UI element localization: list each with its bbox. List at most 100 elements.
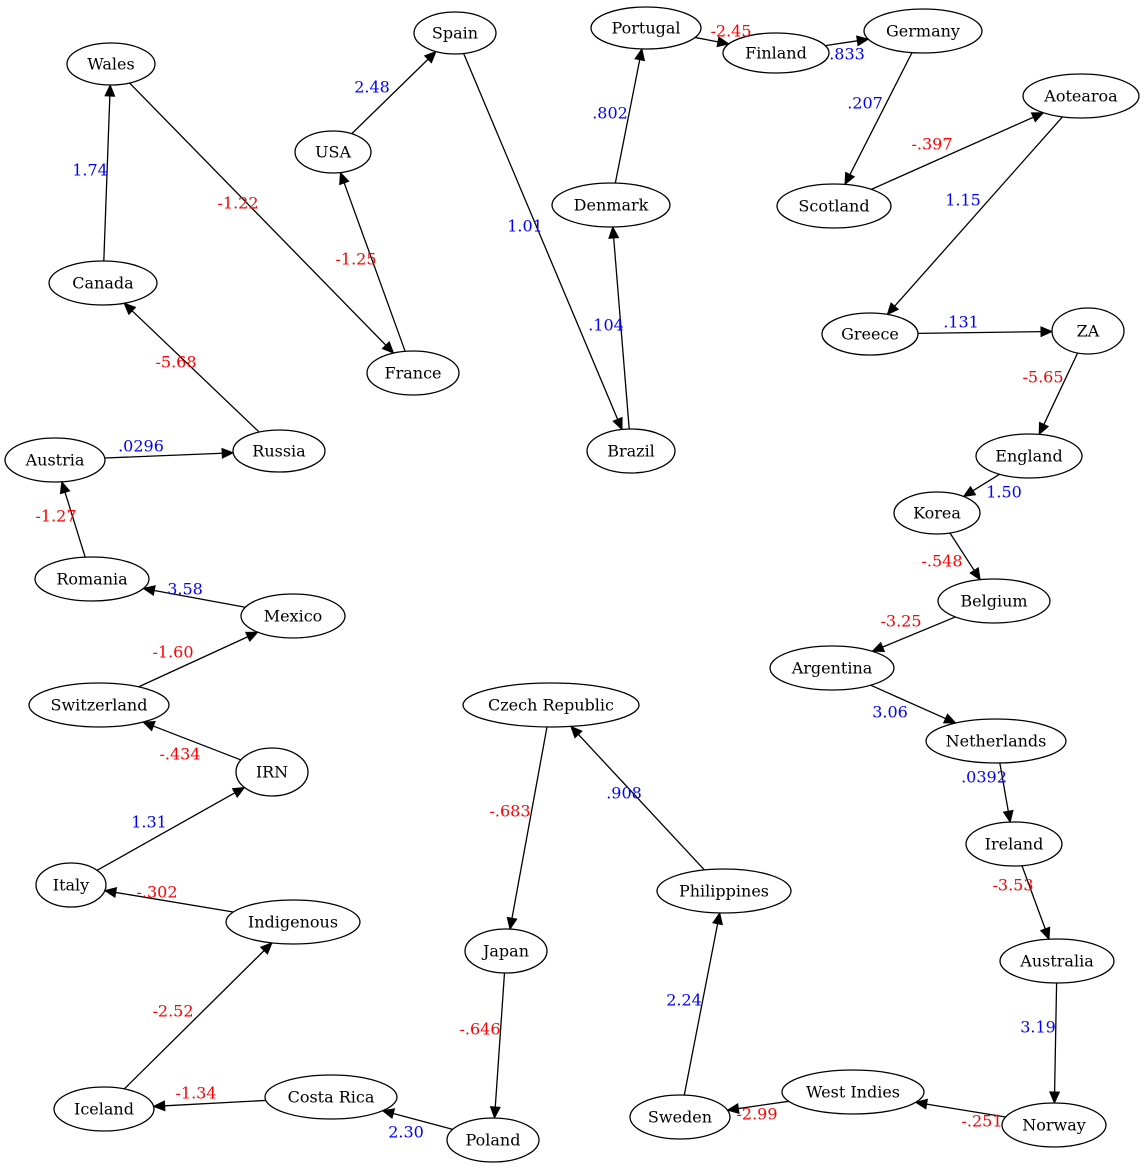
node-australia: Australia (999, 938, 1115, 984)
edge-italy-to-irn (96, 786, 246, 871)
node-switzerland: Switzerland (28, 682, 170, 728)
edge-label-spain-to-brazil: 1.01 (507, 217, 543, 236)
edge-line (129, 82, 387, 346)
edge-label-brazil-to-denmark: .104 (588, 316, 624, 335)
edge-line (104, 452, 223, 459)
edge-line (494, 972, 506, 1108)
edge-label-philippines-to-czechrepublic: .908 (606, 784, 642, 803)
arrowhead-icon (1040, 326, 1054, 338)
node-ellipse (551, 182, 671, 228)
edge-japan-to-poland (489, 972, 506, 1120)
arrowhead-icon (142, 585, 156, 597)
node-philippines: Philippines (656, 868, 792, 914)
edge-labels-layer: 1.74-1.222.48-1.251.01.104.802-2.45.833.… (35, 22, 1063, 1142)
node-ellipse (965, 821, 1063, 867)
arrowhead-icon (871, 641, 886, 653)
arrowhead-icon (1039, 926, 1051, 941)
edge-line (870, 684, 946, 720)
edge-france-to-usa (339, 171, 406, 352)
node-label: Iceland (74, 1100, 134, 1119)
edge-belgium-to-argentina (871, 616, 956, 653)
edge-czechrepublic-to-japan (506, 726, 548, 931)
node-label: Portugal (611, 19, 680, 38)
edge-spain-to-brazil (463, 53, 623, 431)
arrowhead-icon (339, 171, 350, 186)
node-label: France (384, 364, 441, 383)
arrowhead-icon (856, 35, 870, 47)
edge-label-italy-to-irn: 1.31 (131, 813, 167, 832)
edge-line (343, 182, 406, 352)
arrowhead-icon (716, 36, 731, 48)
edge-line (393, 1112, 453, 1130)
arrowhead-icon (1030, 112, 1045, 123)
node-ellipse (590, 6, 702, 50)
node-label: Canada (72, 274, 134, 293)
edge-label-argentina-to-netherlands: 3.06 (872, 703, 908, 722)
edge-sweden-to-philippines (683, 911, 723, 1096)
arrowhead-icon (1038, 421, 1050, 436)
edge-portugal-to-finland (694, 36, 731, 48)
edge-label-korea-to-belgium: -.548 (921, 552, 962, 571)
node-ellipse (776, 183, 892, 229)
edge-poland-to-costarica (381, 1108, 453, 1130)
edge-label-france-to-usa: -1.25 (335, 250, 376, 269)
node-wales: Wales (66, 42, 156, 86)
node-ellipse (264, 1074, 398, 1120)
edge-label-norway-to-westindies: -.251 (961, 1112, 1002, 1131)
arrowhead-icon (506, 916, 518, 931)
arrowhead-icon (381, 340, 395, 354)
edge-line (463, 53, 619, 420)
node-ellipse (35, 862, 107, 908)
edge-line (1053, 982, 1058, 1093)
edge-norway-to-westindies (914, 1098, 1006, 1118)
edge-line (123, 950, 265, 1090)
node-label: Austria (25, 451, 85, 470)
node-ellipse (464, 928, 548, 974)
edge-label-greece-to-za: .131 (943, 313, 979, 332)
edge-line (351, 58, 429, 135)
edge-label-denmark-to-portugal: .802 (592, 104, 628, 123)
arrowhead-icon (259, 942, 273, 955)
node-sweden: Sweden (629, 1094, 731, 1140)
arrowhead-icon (103, 887, 118, 899)
node-label: Switzerland (51, 696, 148, 715)
edge-netherlands-to-ireland (999, 762, 1014, 824)
edge-russia-to-canada (123, 302, 260, 433)
node-ellipse (240, 593, 346, 639)
arrowhead-icon (423, 50, 437, 64)
node-ellipse (586, 428, 676, 474)
edge-label-za-to-england: -5.65 (1022, 368, 1063, 387)
edge-label-switzerland-to-mexico: -1.60 (152, 643, 193, 662)
edge-label-ireland-to-australia: -3.53 (992, 876, 1033, 895)
arrowhead-icon (962, 485, 977, 498)
edge-label-costarica-to-iceland: -1.34 (175, 1084, 216, 1103)
edge-scotland-to-aotearoa (871, 112, 1045, 190)
edge-line (825, 40, 858, 47)
node-label: Belgium (960, 592, 1027, 611)
node-ellipse (821, 312, 919, 356)
node-label: Korea (913, 504, 961, 523)
arrowhead-icon (942, 713, 957, 724)
node-label: USA (315, 143, 351, 162)
edge-line (154, 589, 246, 608)
node-label: Costa Rica (288, 1088, 375, 1107)
node-russia: Russia (232, 429, 326, 473)
node-costa-rica: Costa Rica (264, 1074, 398, 1120)
edge-label-indigenous-to-italy: -.302 (136, 883, 177, 902)
edge-line (972, 473, 1000, 492)
edge-line (131, 310, 260, 433)
node-label: Romania (56, 570, 128, 589)
node-ellipse (225, 899, 361, 945)
node-ellipse (1001, 1102, 1107, 1148)
arrowhead-icon (381, 1108, 396, 1120)
node-ellipse (48, 260, 158, 306)
arrowhead-icon (123, 302, 137, 316)
node-ellipse (53, 1086, 155, 1132)
arrowhead-icon (914, 1098, 928, 1110)
node-ellipse (462, 682, 640, 728)
arrowhead-icon (104, 83, 116, 97)
edge-label-mexico-to-romania: 3.58 (167, 580, 203, 599)
node-greece: Greece (821, 312, 919, 356)
edge-mexico-to-romania (142, 585, 246, 608)
